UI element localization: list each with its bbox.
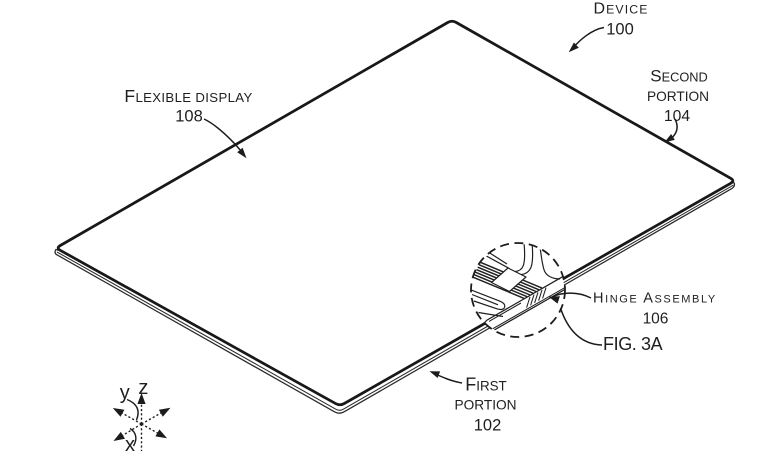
svg-text:104: 104 <box>664 108 690 125</box>
svg-text:SECOND: SECOND <box>650 67 708 86</box>
svg-text:108: 108 <box>175 108 203 126</box>
svg-text:100: 100 <box>606 20 634 38</box>
svg-text:x: x <box>125 434 135 451</box>
svg-text:FLEXIBLE DISPLAY: FLEXIBLE DISPLAY <box>124 86 252 106</box>
svg-text:FIG. 3A: FIG. 3A <box>603 334 663 354</box>
svg-text:102: 102 <box>474 416 502 434</box>
svg-text:DEVICE: DEVICE <box>593 1 648 18</box>
svg-text:FIRST: FIRST <box>465 375 507 395</box>
svg-text:PORTION: PORTION <box>647 89 709 104</box>
svg-text:y: y <box>120 382 130 404</box>
svg-text:z: z <box>138 377 148 399</box>
svg-text:106: 106 <box>643 311 669 328</box>
svg-text:HINGE ASSEMBLY: HINGE ASSEMBLY <box>593 291 717 307</box>
svg-text:PORTION: PORTION <box>454 398 516 413</box>
